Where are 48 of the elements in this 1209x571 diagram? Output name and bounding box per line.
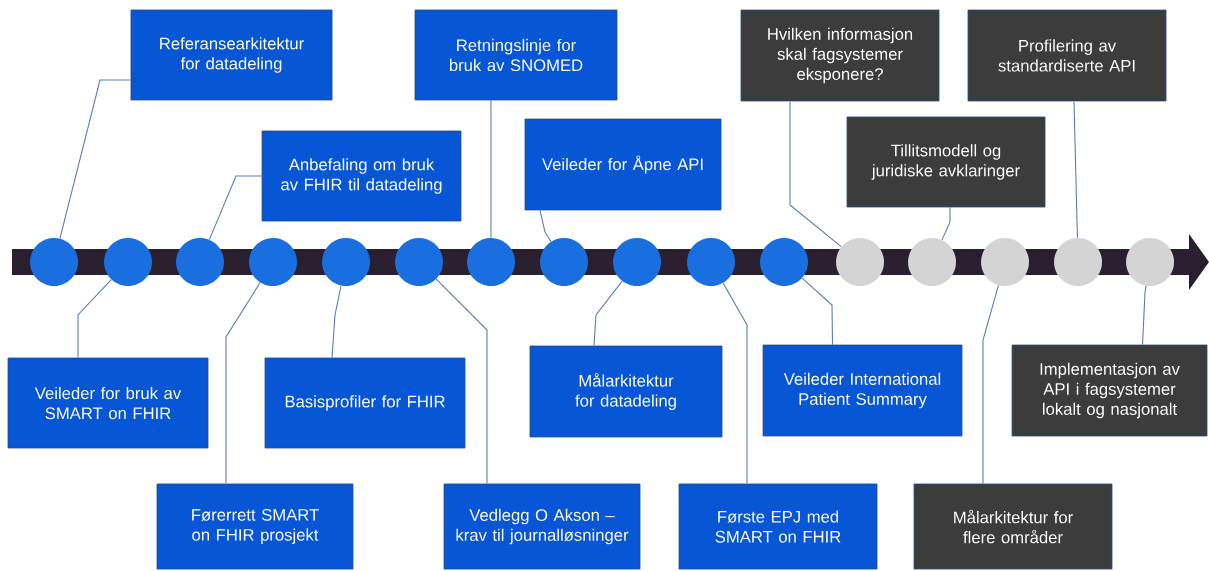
timeline-dot <box>760 238 808 286</box>
milestone-box: Veileder for bruk av SMART on FHIR <box>7 357 209 449</box>
timeline-dot <box>104 238 152 286</box>
leader-line <box>331 285 342 359</box>
milestone-box: Første EPJ med SMART on FHIR <box>678 483 878 570</box>
timeline-dot <box>249 238 297 286</box>
timeline-dot <box>467 238 515 286</box>
milestone-box: Retningslinje for bruk av SNOMED <box>414 9 618 101</box>
milestone-box: Målarkitektur for flere områder <box>913 483 1113 570</box>
milestone-box: Veileder for Åpne API <box>524 118 722 211</box>
leader-line <box>722 282 748 485</box>
milestone-box: Førerrett SMART on FHIR prosjekt <box>156 483 354 570</box>
timeline-dot <box>836 238 884 286</box>
leader-line <box>539 209 552 243</box>
leader-line <box>801 277 834 346</box>
timeline-dot <box>1126 238 1174 286</box>
timeline-dot <box>395 238 443 286</box>
leader-line <box>1073 100 1078 239</box>
leader-line <box>77 279 112 359</box>
leader-line <box>208 175 263 241</box>
leader-line <box>1141 285 1147 346</box>
timeline-dot <box>30 238 78 286</box>
timeline-dot <box>908 238 956 286</box>
leader-line <box>59 79 132 239</box>
milestone-box: Referansearkitektur for datadeling <box>130 9 333 101</box>
milestone-box: Vedlegg O Akson – krav til journalløsninger <box>443 483 641 570</box>
leader-line <box>225 282 261 485</box>
milestone-box: Anbefaling om bruk av FHIR til datadeling <box>261 130 462 222</box>
milestone-box: Implementasjon av API i fagsystemer lokalt og nasjonalt <box>1011 344 1208 437</box>
milestone-box: Profilering av standardiserte API <box>967 9 1167 102</box>
leader-line <box>789 100 842 248</box>
milestone-box: Tillitsmodell og juridiske avklaringer <box>846 116 1046 208</box>
milestone-box: Veileder International Patient Summary <box>762 344 963 437</box>
leader-line <box>435 278 488 485</box>
milestone-box: Målarkitektur for datadeling <box>529 345 723 438</box>
timeline-dot <box>1054 238 1102 286</box>
leader-line <box>941 206 951 241</box>
leader-line <box>490 99 492 239</box>
timeline-dot <box>540 238 588 286</box>
timeline-dot <box>176 238 224 286</box>
milestone-box: Hvilken informasjon skal fagsystemer eksponere? <box>740 9 940 102</box>
timeline-dot <box>613 238 661 286</box>
timeline-dot <box>981 238 1029 286</box>
timeline-dot <box>322 238 370 286</box>
milestone-box: Basisprofiler for FHIR <box>264 357 466 449</box>
leader-line <box>593 280 623 347</box>
timeline-dot <box>687 238 735 286</box>
leader-line <box>982 284 999 485</box>
